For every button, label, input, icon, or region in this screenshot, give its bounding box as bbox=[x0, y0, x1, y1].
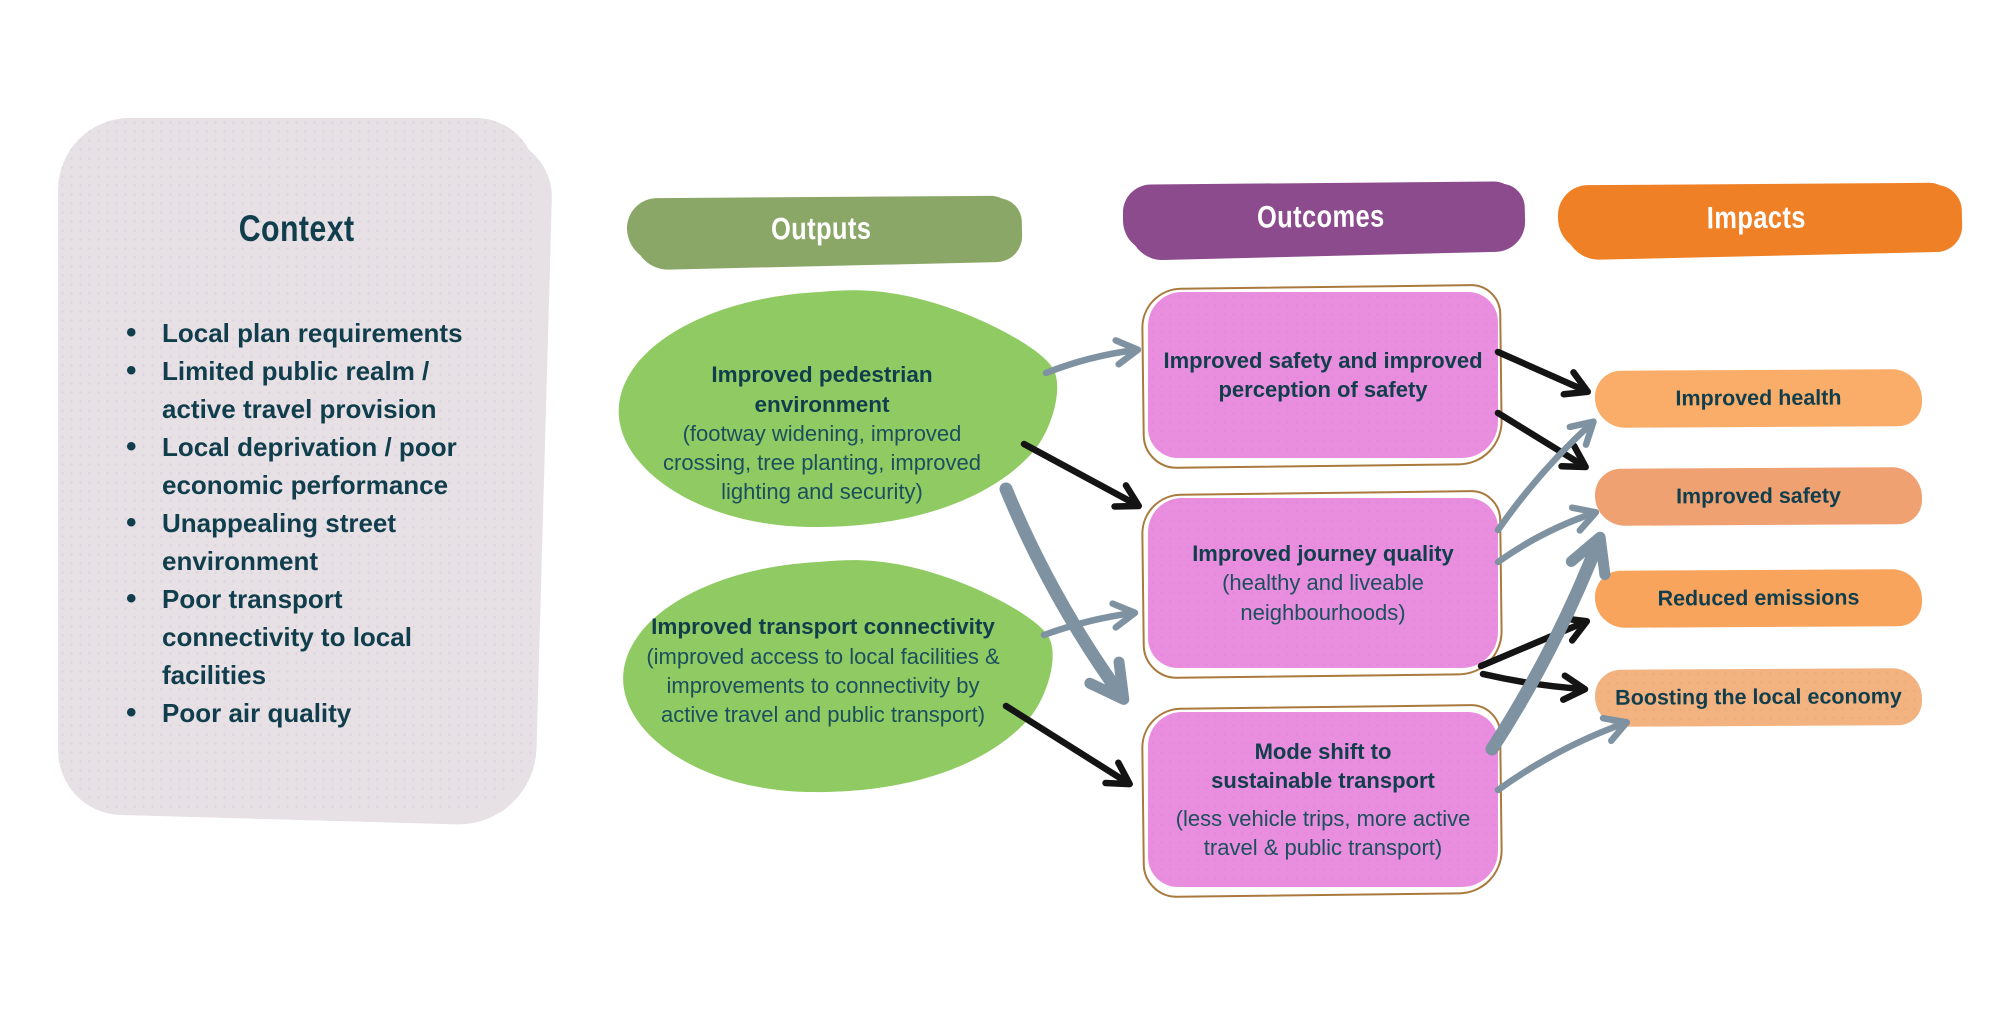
output-1-node: Improved pedestrian environment (footway… bbox=[648, 360, 996, 506]
context-item: Unappealing street environment bbox=[116, 504, 488, 580]
context-item: Poor transport connectivity to local fac… bbox=[116, 580, 488, 694]
output-blob-1 bbox=[618, 290, 1058, 528]
output-blob-2-shape bbox=[623, 560, 1053, 793]
outputs-column-label: Outputs bbox=[770, 210, 872, 247]
impacts-column-header: Impacts bbox=[1557, 182, 1956, 253]
impact-safety-node: Improved safety bbox=[1594, 467, 1923, 526]
outputs-column-header: Outputs bbox=[626, 195, 1016, 263]
context-panel: Context Local plan requirementsLimited p… bbox=[58, 118, 536, 810]
impact-economy-label: Boosting the local economy bbox=[1615, 684, 1902, 710]
arrow-outcome-3-to-impact-safety bbox=[1485, 531, 1611, 756]
impact-emissions-label: Reduced emissions bbox=[1657, 585, 1860, 611]
outcomes-column-label: Outcomes bbox=[1256, 198, 1385, 235]
context-list: Local plan requirementsLimited public re… bbox=[116, 314, 488, 732]
arrow-outcome-2-to-impact-safety bbox=[1494, 504, 1600, 566]
output-2-node: Improved transport connectivity (improve… bbox=[642, 612, 1004, 729]
context-title-text: Context bbox=[239, 208, 355, 249]
context-item: Poor air quality bbox=[116, 694, 488, 732]
context-item: Local plan requirements bbox=[116, 314, 488, 352]
output-1-title: Improved pedestrian environment bbox=[711, 362, 933, 417]
context-item: Local deprivation / poor economic perfor… bbox=[116, 428, 488, 504]
context-title: Context bbox=[58, 208, 536, 250]
arrow-outcome-1-to-impact-safety bbox=[1494, 409, 1589, 471]
arrow-outcome-3-to-impact-economy bbox=[1494, 714, 1631, 794]
output-2-title: Improved transport connectivity bbox=[651, 614, 995, 639]
output-blob-1-shape bbox=[618, 290, 1058, 528]
impact-emissions-node: Reduced emissions bbox=[1594, 569, 1923, 628]
outcomes-column-header: Outcomes bbox=[1122, 181, 1519, 253]
arrow-outcome-2-to-impact-health bbox=[1494, 418, 1597, 534]
outcome-1-node: Improved safety and improved perception … bbox=[1148, 292, 1498, 458]
output-1-detail: (footway widening, improved crossing, tr… bbox=[663, 421, 981, 505]
impact-safety-label: Improved safety bbox=[1675, 483, 1842, 509]
outcome-2-title: Improved journey quality bbox=[1192, 541, 1454, 567]
arrow-outcome-1-to-impact-health bbox=[1494, 348, 1592, 398]
outcome-3-node: Mode shift to sustainable transport (les… bbox=[1148, 712, 1498, 887]
outcome-2-node: Improved journey quality (healthy and li… bbox=[1148, 498, 1498, 668]
outcome-2-detail: (healthy and liveable neighbourhoods) bbox=[1222, 570, 1424, 625]
impact-economy-node: Boosting the local economy bbox=[1594, 668, 1923, 727]
output-2-detail: (improved access to local facilities & i… bbox=[646, 643, 1000, 727]
context-item: Limited public realm / active travel pro… bbox=[116, 352, 488, 428]
impact-health-label: Improved health bbox=[1675, 385, 1842, 411]
outcome-1-title: Improved safety and improved perception … bbox=[1163, 347, 1483, 402]
impacts-column-label: Impacts bbox=[1706, 199, 1807, 235]
impact-health-node: Improved health bbox=[1594, 369, 1923, 428]
arrow-outcome-2-to-impact-economy bbox=[1479, 670, 1589, 703]
output-blob-2 bbox=[623, 560, 1053, 793]
outcome-3-title: Mode shift to sustainable transport bbox=[1211, 739, 1435, 794]
outcome-3-detail: (less vehicle trips, more active travel … bbox=[1175, 805, 1471, 860]
